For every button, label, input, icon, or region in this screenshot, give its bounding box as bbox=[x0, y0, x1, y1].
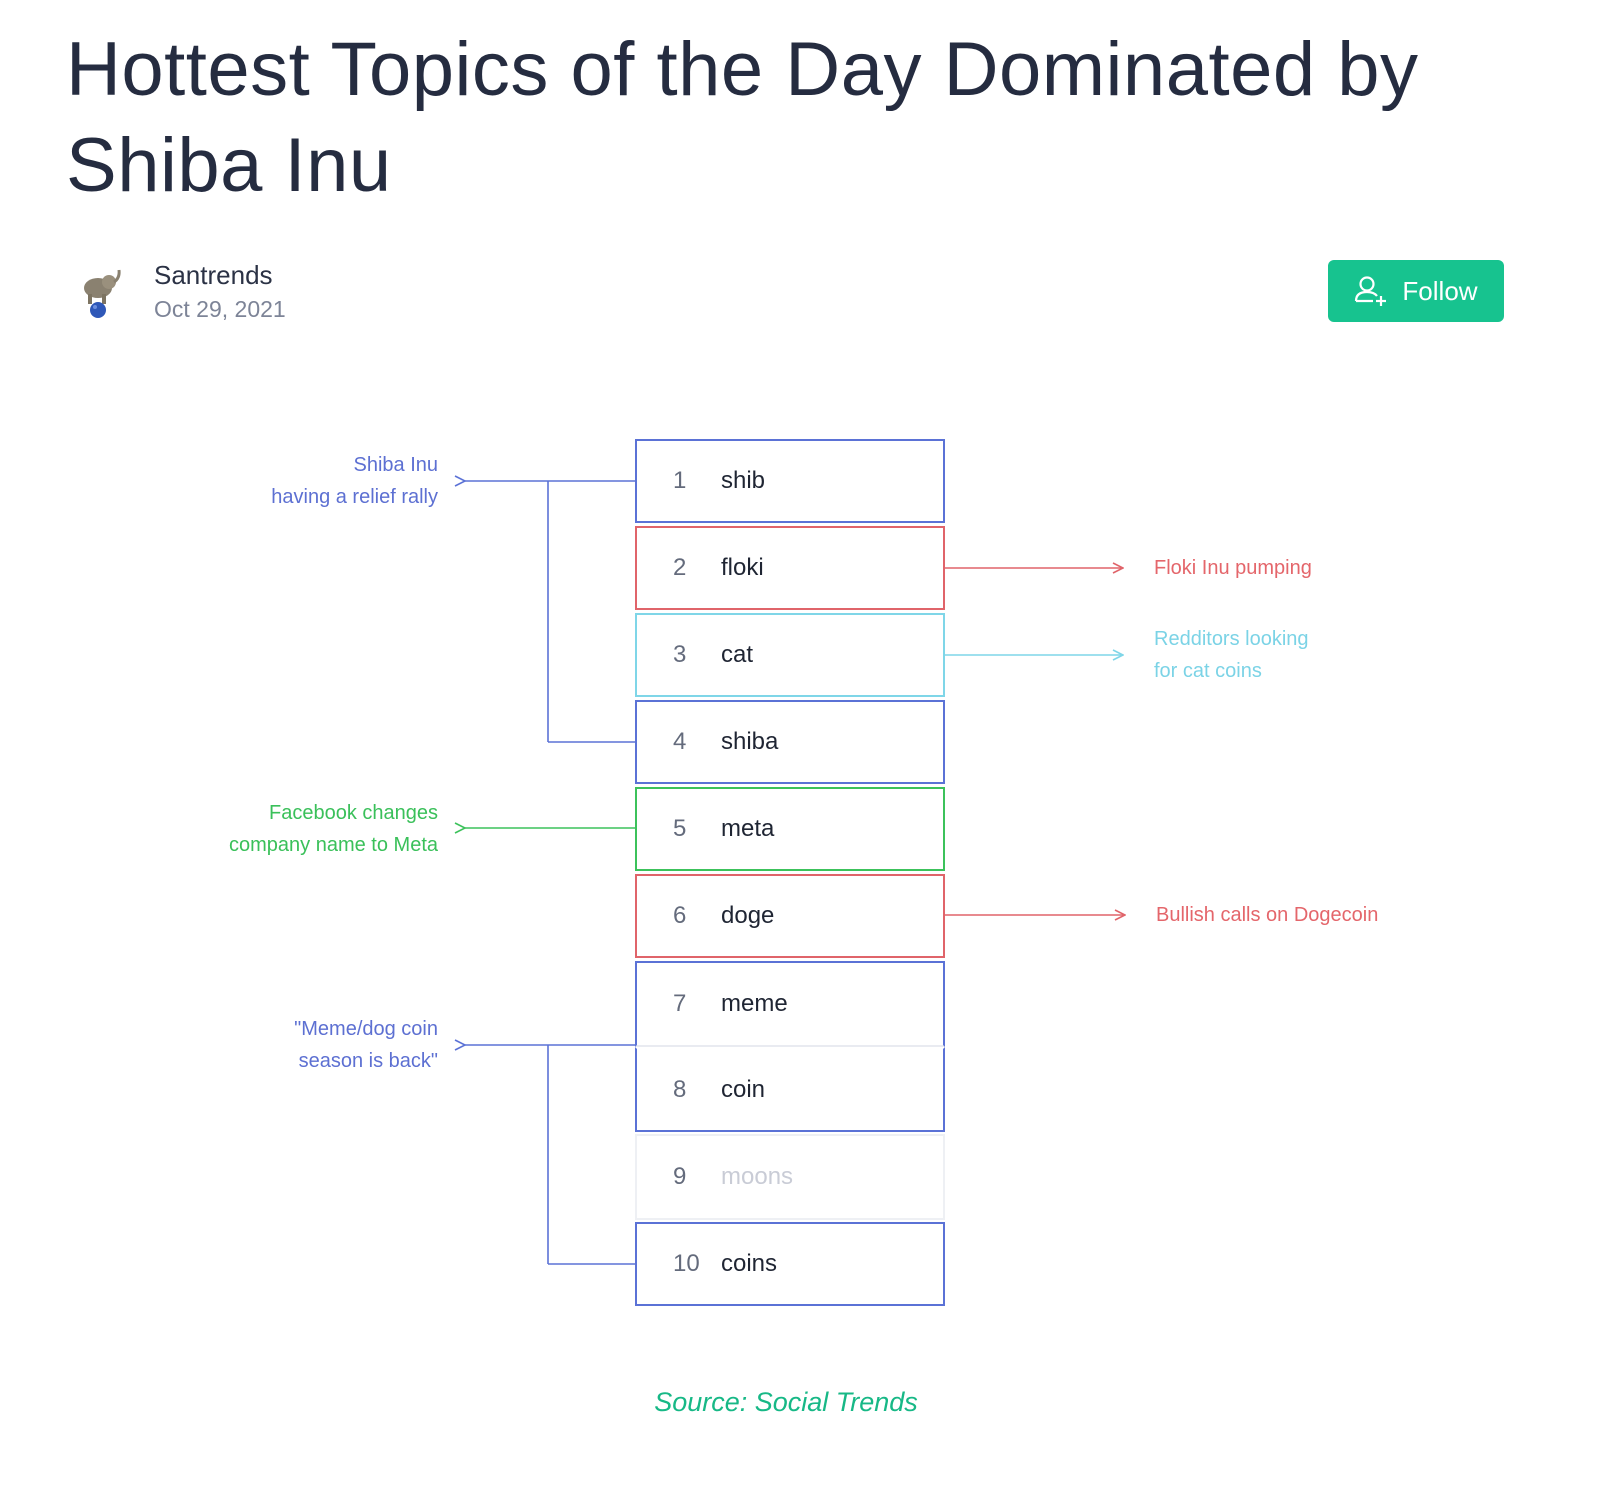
add-user-icon bbox=[1355, 276, 1387, 306]
annotation-shiba: Shiba Inu having a relief rally bbox=[138, 449, 438, 513]
topic-word: meta bbox=[721, 815, 775, 842]
topic-rank: 9 bbox=[673, 1163, 687, 1190]
topic-rank: 7 bbox=[673, 990, 687, 1017]
topic-row: 3 cat bbox=[635, 613, 945, 697]
annotation-line: Bullish calls on Dogecoin bbox=[1156, 904, 1379, 926]
topic-row: 1 shib bbox=[635, 439, 945, 523]
topic-rank: 1 bbox=[673, 467, 687, 494]
topic-row: 8 coin bbox=[635, 1047, 945, 1132]
shiba-connector bbox=[465, 481, 635, 743]
follow-button[interactable]: Follow bbox=[1328, 260, 1504, 322]
topic-rank: 6 bbox=[673, 902, 687, 929]
annotation-line: for cat coins bbox=[1154, 660, 1262, 682]
author-name[interactable]: Santrends bbox=[154, 260, 273, 290]
topic-row: 4 shiba bbox=[635, 700, 945, 784]
topic-row: 9 moons bbox=[635, 1134, 945, 1220]
annotation-meme: "Meme/dog coin season is back" bbox=[138, 1013, 438, 1077]
annotation-meta: Facebook changes company name to Meta bbox=[138, 797, 438, 861]
annotation-line: Shiba Inu bbox=[353, 454, 438, 476]
topic-word: coin bbox=[721, 1075, 766, 1103]
annotation-line: having a relief rally bbox=[271, 486, 438, 508]
elephant-avatar-icon[interactable] bbox=[76, 264, 126, 320]
topic-rank: 10 bbox=[673, 1250, 700, 1277]
annotation-cat: Redditors looking for cat coins bbox=[1154, 623, 1454, 687]
topic-word: meme bbox=[721, 990, 788, 1017]
image-source-caption: Source: Social Trends bbox=[654, 1387, 918, 1417]
topic-row: 10 coins bbox=[635, 1222, 945, 1306]
annotation-line: Floki Inu pumping bbox=[1154, 557, 1312, 579]
topic-rank: 2 bbox=[673, 554, 687, 581]
annotation-doge: Bullish calls on Dogecoin bbox=[1156, 899, 1476, 931]
annotation-line: company name to Meta bbox=[229, 834, 438, 856]
topic-word: coins bbox=[721, 1250, 778, 1277]
annotation-floki: Floki Inu pumping bbox=[1154, 552, 1454, 584]
topic-row: 5 meta bbox=[635, 787, 945, 871]
annotation-line: Facebook changes bbox=[268, 802, 438, 824]
topic-rank: 5 bbox=[673, 815, 687, 842]
topic-row: 2 floki bbox=[635, 526, 945, 610]
topic-rank: 4 bbox=[673, 728, 687, 755]
follow-label: Follow bbox=[1402, 275, 1478, 306]
topic-word: floki bbox=[721, 554, 764, 581]
meme-connector bbox=[465, 1045, 635, 1265]
topic-word: shiba bbox=[721, 728, 779, 755]
author-block: Santrends Oct 29, 2021 bbox=[76, 258, 286, 326]
topic-rank: 3 bbox=[673, 641, 687, 668]
topic-rank: 8 bbox=[673, 1075, 687, 1103]
post-title: Hottest Topics of the Day Dominated by S… bbox=[66, 27, 1419, 208]
annotation-line: season is back" bbox=[298, 1050, 438, 1072]
topic-row: 6 doge bbox=[635, 874, 945, 958]
annotation-line: "Meme/dog coin bbox=[294, 1018, 438, 1040]
topic-row: 7 meme bbox=[635, 961, 945, 1047]
topic-word: moons bbox=[721, 1163, 794, 1190]
annotation-line: Redditors looking bbox=[1154, 628, 1309, 650]
topic-word: shib bbox=[721, 467, 766, 494]
post-date: Oct 29, 2021 bbox=[154, 296, 286, 322]
topic-word: cat bbox=[721, 641, 754, 668]
topic-word: doge bbox=[721, 902, 775, 929]
